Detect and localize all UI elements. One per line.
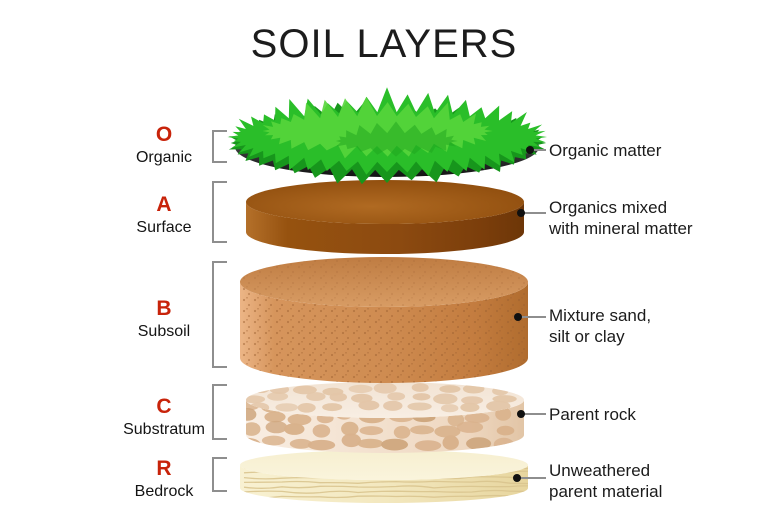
horizon-letter-C: C <box>156 395 172 418</box>
leader-line-subsoil <box>514 313 546 321</box>
layer-grass-organic <box>227 87 547 185</box>
leader-line-surface <box>517 209 546 217</box>
horizon-name-subsoil: Subsoil <box>137 322 191 340</box>
leader-dot <box>514 313 522 321</box>
description-substratum: Parent rock <box>549 405 636 424</box>
horizon-name-substratum: Substratum <box>123 420 205 438</box>
left-label-substratum: C Substratum <box>89 395 239 438</box>
layer-disk-subsoil <box>240 257 528 383</box>
left-label-bedrock: R Bedrock <box>89 457 239 500</box>
grass-tuft <box>227 87 547 185</box>
horizon-letter-A: A <box>156 193 172 216</box>
leader-dot <box>517 209 525 217</box>
horizon-name-bedrock: Bedrock <box>134 482 194 500</box>
leader-dot <box>526 146 534 154</box>
horizon-name-organic: Organic <box>135 148 193 166</box>
bracket-substratum <box>212 384 227 440</box>
horizon-letter-R: R <box>156 457 172 480</box>
layer-disk-bedrock <box>240 450 528 503</box>
layer-disk-substratum <box>246 382 524 453</box>
description-bedrock: Unweathered parent material <box>549 461 663 501</box>
leader-dot <box>513 474 521 482</box>
horizon-letter-B: B <box>156 297 172 320</box>
bracket-surface <box>212 181 227 243</box>
layer-disk-surface <box>246 180 524 254</box>
left-label-organic: O Organic <box>89 123 239 166</box>
description-subsoil: Mixture sand, silt or clay <box>549 306 652 346</box>
leader-line-organic <box>526 146 546 154</box>
description-organic: Organic matter <box>549 141 662 160</box>
leader-line-bedrock <box>513 474 546 482</box>
horizon-name-surface: Surface <box>136 218 192 236</box>
left-label-surface: A Surface <box>89 193 239 236</box>
subsoil-speckle-texture-top <box>240 257 528 307</box>
page-title: SOIL LAYERS <box>250 22 518 66</box>
bracket-subsoil <box>212 261 227 368</box>
horizon-letter-O: O <box>155 123 173 146</box>
left-label-subsoil: B Subsoil <box>89 297 239 340</box>
bracket-bedrock <box>212 457 227 492</box>
bracket-organic <box>212 130 227 163</box>
leader-line-substratum <box>517 410 546 418</box>
leader-dot <box>517 410 525 418</box>
description-surface: Organics mixed with mineral matter <box>549 198 693 238</box>
